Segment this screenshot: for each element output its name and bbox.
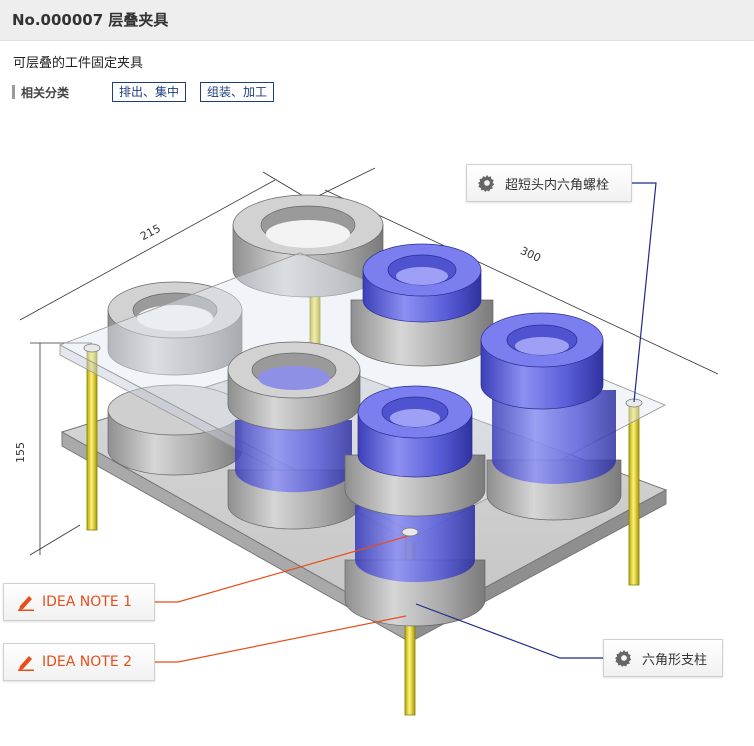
- grey-ring-stack-back: [232, 194, 384, 298]
- blue-ring-stack-front: [344, 385, 486, 627]
- idea-note-1-label: IDEA NOTE 1: [42, 594, 133, 610]
- idea-note-1-button[interactable]: IDEA NOTE 1: [3, 583, 155, 621]
- grey-ring-stack-middle: [227, 341, 361, 530]
- jig-drawing: [19, 167, 719, 716]
- category-marker: [12, 85, 15, 99]
- callout-bolt[interactable]: 超短头内六角螺栓: [466, 164, 632, 202]
- pencil-icon: [18, 656, 34, 671]
- callout-pillar[interactable]: 六角形支柱: [603, 639, 723, 677]
- dimension-height: 155: [14, 442, 27, 463]
- tag-assembly-processing[interactable]: 组装、加工: [200, 82, 275, 102]
- tag-discharge-collect[interactable]: 排出、集中: [112, 82, 187, 102]
- gear-icon: [478, 174, 495, 192]
- bolt-heads: [83, 343, 643, 537]
- gear-icon: [615, 649, 632, 667]
- blue-ring-stack-right: [480, 312, 622, 521]
- blue-ring-stack-back: [350, 243, 494, 367]
- idea-note-2-button[interactable]: IDEA NOTE 2: [3, 643, 155, 681]
- header-bar: No.000007 层叠夹具: [0, 0, 754, 41]
- callout-leaders: [155, 182, 657, 663]
- callout-pillar-label: 六角形支柱: [642, 652, 708, 668]
- description: 可层叠的工件固定夹具: [13, 56, 144, 71]
- pencil-icon: [18, 596, 34, 611]
- dimension-lines: [19, 167, 719, 556]
- callout-bolt-label: 超短头内六角螺栓: [505, 177, 610, 193]
- category-label: 相关分类: [21, 86, 70, 100]
- idea-note-2-label: IDEA NOTE 2: [42, 654, 133, 670]
- jig-illustration: 215 300 155: [0, 110, 754, 742]
- page-title: No.000007 层叠夹具: [12, 11, 169, 29]
- grey-ring-stack-left: [107, 281, 243, 476]
